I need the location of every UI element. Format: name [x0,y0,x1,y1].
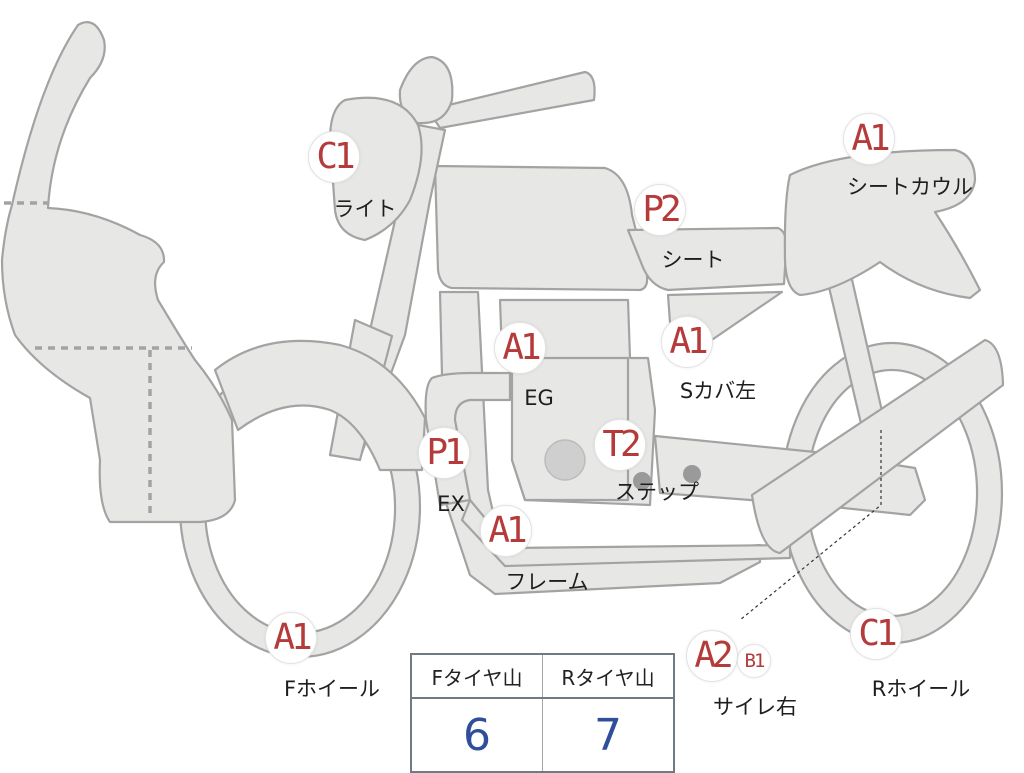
seat-code-badge: P2 [634,184,686,236]
side-cover-label: Sカバ左 [679,379,757,403]
rear-shock [750,338,1005,555]
light-code-badge: C1 [308,131,360,183]
engine-label: EG [524,386,554,410]
muffler-extra-code-badge: B1 [737,644,771,678]
rear-wheel-code-badge: C1 [850,608,902,660]
step-code-badge: T2 [594,419,646,471]
frame-code-badge: A1 [480,505,532,557]
engine-crank-case [510,356,630,502]
muffler-code-badge: A2 [686,630,738,682]
front-wheel-label: Fホイール [283,677,381,701]
rear-wheel-label: Rホイール [871,677,971,701]
light-label: ライト [333,197,397,221]
step-peg-right [683,465,701,483]
seat-cowl-code-badge: A1 [843,113,895,165]
fuel-tank [433,164,649,292]
frame-label: フレーム [505,570,589,594]
side-cover-code-badge: A1 [661,316,713,368]
seat-cowl-shape [783,148,982,300]
engine-cover-circle [544,439,586,481]
step-label: ステップ [615,480,699,504]
handlebar [426,70,596,130]
front-tire-header: Fタイヤ山 [410,653,543,699]
exhaust-label: EX [437,492,465,516]
tire-tread-table: Fタイヤ山 Rタイヤ山 6 7 [410,653,675,773]
rear-tire-header: Rタイヤ山 [542,653,675,699]
seat-shape [626,226,788,292]
front-fairing [0,21,237,524]
lower-frame [438,290,762,596]
front-wheel-code-badge: A1 [265,612,317,664]
seat-label: シート [661,248,725,272]
rear-tire-value: 7 [542,698,675,772]
front-tire-value: 6 [411,698,543,772]
step-peg-left [633,472,651,490]
seat-cowl-label: シートカウル [847,175,973,199]
muffler-leader-line [739,430,882,621]
engine-code-badge: A1 [494,322,546,374]
muffler-label: サイレ右 [713,695,797,719]
exhaust-code-badge: P1 [418,427,470,479]
